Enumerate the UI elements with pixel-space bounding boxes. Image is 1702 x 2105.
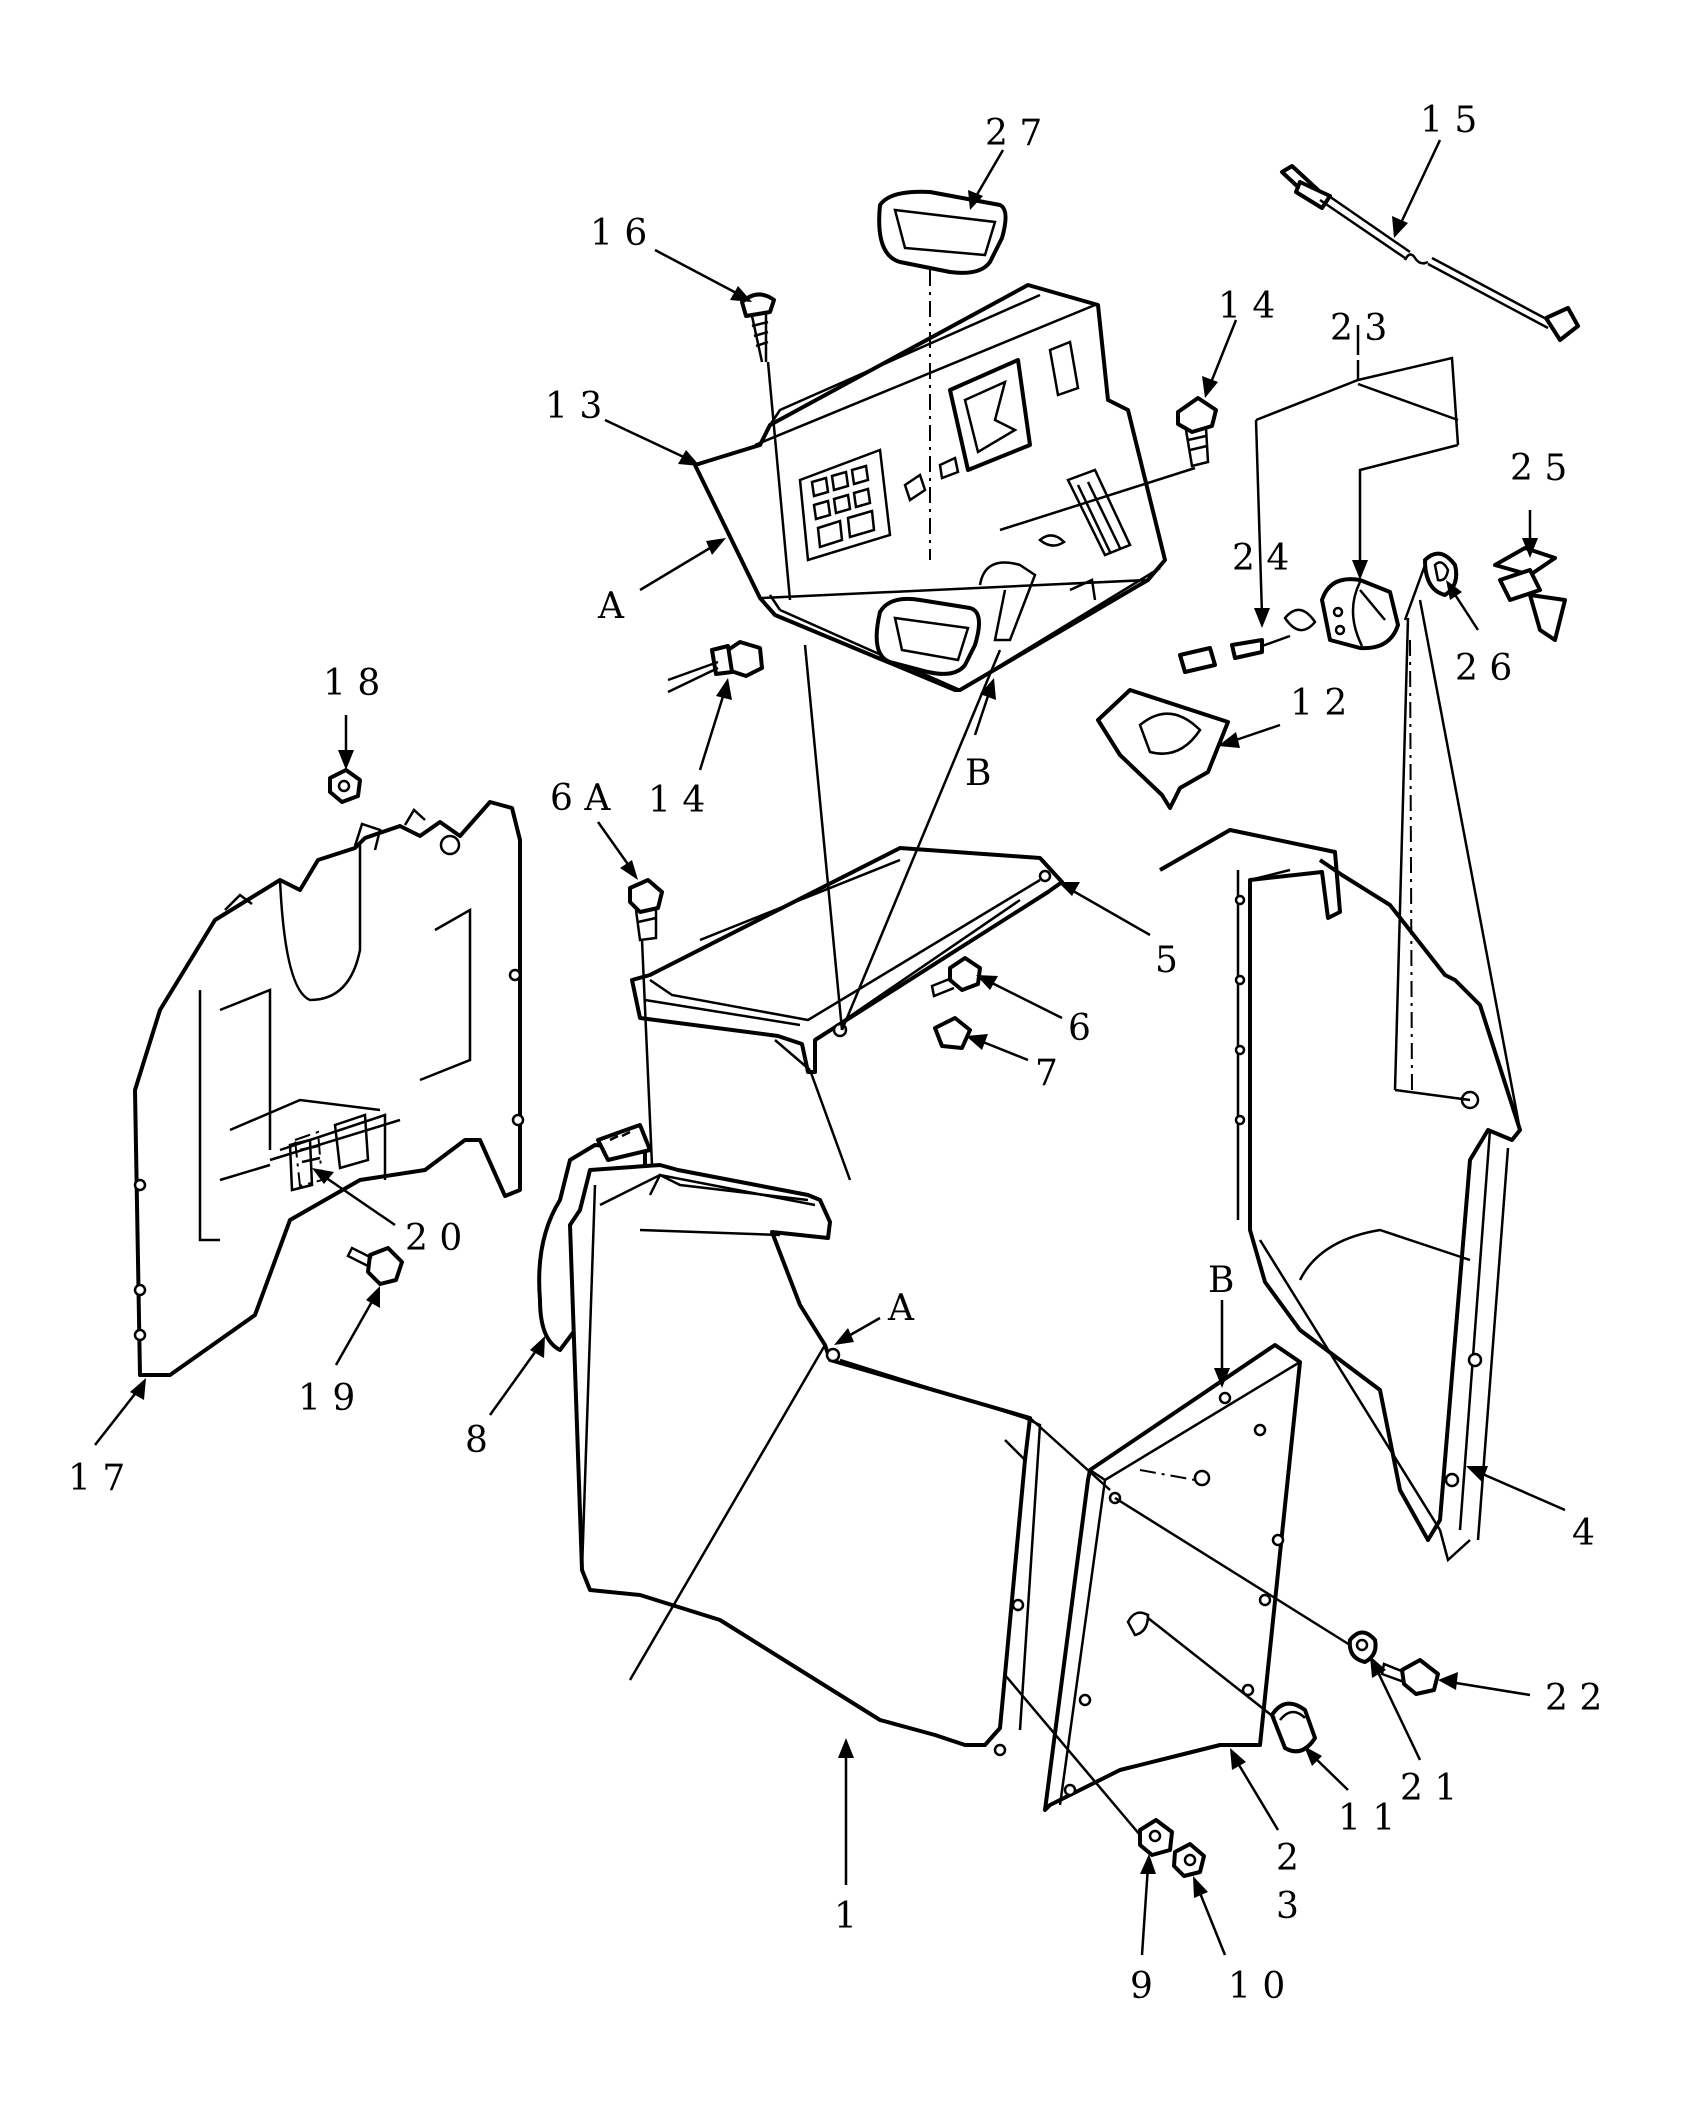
label-3: 3 <box>1276 1886 1299 1927</box>
label-23-top: 2 3 <box>1330 308 1387 349</box>
label-7: 7 <box>1035 1053 1058 1094</box>
part-21-washer <box>1347 1630 1378 1664</box>
part-14-bolt-left <box>710 640 764 678</box>
label-10: 1 0 <box>1228 1966 1285 2007</box>
label-19: 1 9 <box>298 1378 355 1419</box>
label-18: 1 8 <box>323 663 380 704</box>
label-2: 2 <box>1276 1838 1299 1879</box>
assembly-lines <box>640 270 1522 1836</box>
part-15-cable <box>1280 164 1580 342</box>
label-6A: 6 A <box>550 778 611 819</box>
part-19-bolt <box>346 1246 404 1286</box>
label-21: 2 1 <box>1400 1768 1457 1809</box>
label-A-lower: A <box>887 1288 915 1329</box>
part-12-switch-plate <box>1096 688 1230 810</box>
part-22-bolt <box>1380 1658 1440 1696</box>
label-17: 1 7 <box>68 1458 125 1499</box>
part-10-nut <box>1172 1842 1206 1878</box>
label-27: 2 7 <box>985 113 1042 154</box>
label-6: 6 <box>1068 1008 1091 1049</box>
part-25-keys <box>1493 546 1567 642</box>
part-18-nut <box>328 768 362 804</box>
part-6A-bolt <box>628 878 664 942</box>
part-24-connector <box>1178 608 1317 674</box>
label-1: 1 <box>834 1896 857 1937</box>
part-16-screw <box>740 292 776 363</box>
label-20: 2 0 <box>405 1218 462 1259</box>
leader-lines <box>94 139 1566 1956</box>
label-22: 2 2 <box>1545 1678 1602 1719</box>
part-9-nut <box>1138 1818 1174 1857</box>
label-26: 2 6 <box>1455 648 1512 689</box>
part-7-clip <box>933 1016 972 1050</box>
label-16: 1 6 <box>590 213 647 254</box>
label-25: 2 5 <box>1510 448 1567 489</box>
part-4-right-panel <box>1159 828 1522 1563</box>
label-24: 2 4 <box>1232 538 1289 579</box>
label-A-top: A <box>597 586 625 627</box>
part-2-lower-plate <box>1043 1343 1302 1812</box>
label-14-left: 1 4 <box>648 780 705 821</box>
part-11-plug <box>1270 1701 1317 1754</box>
label-14-top: 1 4 <box>1218 286 1275 327</box>
label-12: 1 2 <box>1290 683 1347 724</box>
part-1-console-cover <box>568 1163 1042 1757</box>
label-8: 8 <box>465 1420 488 1461</box>
part-6-screw <box>930 956 982 998</box>
label-9: 9 <box>1130 1966 1153 2007</box>
part-5-bracket <box>630 846 1064 1074</box>
part-23-ignition-switch <box>1320 577 1400 651</box>
label-15: 1 5 <box>1420 100 1477 141</box>
part-17-side-panel <box>133 800 525 1377</box>
label-B-lower: B <box>1208 1260 1234 1301</box>
label-5: 5 <box>1155 940 1178 981</box>
label-B-top: B <box>965 753 991 794</box>
part-27-lens <box>877 189 1008 275</box>
part-14-bolt-top <box>1176 396 1218 468</box>
callout-labels: 2 7 1 5 1 6 1 4 2 3 1 3 2 5 A 2 4 2 6 1 … <box>68 100 1602 2007</box>
label-13: 1 3 <box>545 386 602 427</box>
label-4: 4 <box>1572 1513 1595 1554</box>
label-11: 1 1 <box>1338 1798 1395 1839</box>
